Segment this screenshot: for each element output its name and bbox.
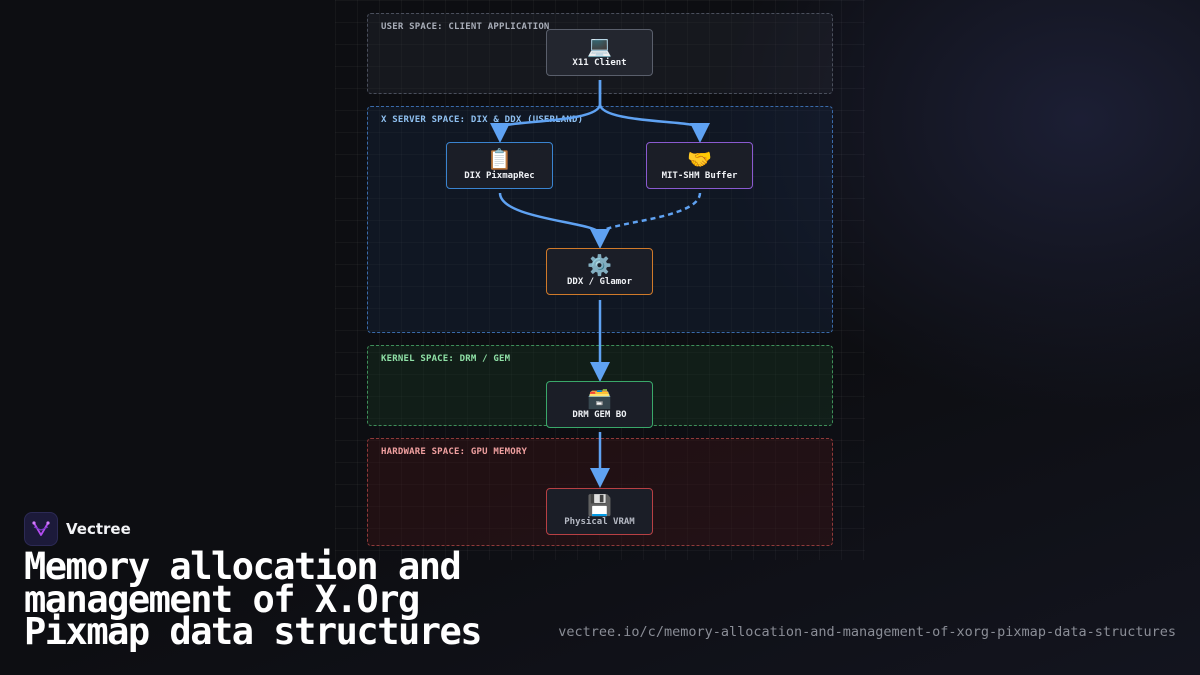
node-label-ddx-glamor: DDX / Glamor (566, 277, 633, 287)
region-label-kernel-space: KERNEL SPACE: DRM / GEM (381, 354, 511, 364)
node-label-mit-shm-buffer: MIT-SHM Buffer (661, 171, 738, 181)
page-title: Memory allocation and management of X.Or… (24, 545, 483, 653)
handshake-icon: 🤝 (687, 147, 712, 171)
node-label-physical-vram: Physical VRAM (564, 517, 635, 527)
card-file-box-icon: 🗃️ (587, 386, 612, 410)
brand[interactable]: Vectree (24, 512, 131, 546)
region-label-x-server-space: X SERVER SPACE: DIX & DDX (USERLAND) (381, 115, 584, 125)
node-x11-client: 💻 X11 Client (546, 29, 653, 76)
node-ddx-glamor: ⚙️ DDX / Glamor (546, 248, 653, 295)
node-label-x11-client: X11 Client (572, 58, 627, 68)
source-url[interactable]: vectree.io/c/memory-allocation-and-manag… (558, 624, 1176, 640)
node-dix-pixmaprec: 📋 DIX PixmapRec (446, 142, 553, 189)
clipboard-icon: 📋 (487, 147, 512, 171)
region-x-server-space: X SERVER SPACE: DIX & DDX (USERLAND) (367, 106, 833, 333)
region-label-user-space: USER SPACE: CLIENT APPLICATION (381, 22, 550, 32)
gear-icon: ⚙️ (587, 253, 612, 277)
vectree-logo-icon (24, 512, 58, 546)
node-drm-gem-bo: 🗃️ DRM GEM BO (546, 381, 653, 428)
node-label-dix-pixmaprec: DIX PixmapRec (464, 171, 535, 181)
node-physical-vram: 💾 Physical VRAM (546, 488, 653, 535)
region-label-hardware-space: HARDWARE SPACE: GPU MEMORY (381, 447, 528, 457)
floppy-disk-icon: 💾 (587, 493, 612, 517)
node-label-drm-gem-bo: DRM GEM BO (572, 410, 627, 420)
laptop-icon: 💻 (587, 34, 612, 58)
node-mit-shm-buffer: 🤝 MIT-SHM Buffer (646, 142, 753, 189)
brand-name: Vectree (66, 520, 131, 538)
